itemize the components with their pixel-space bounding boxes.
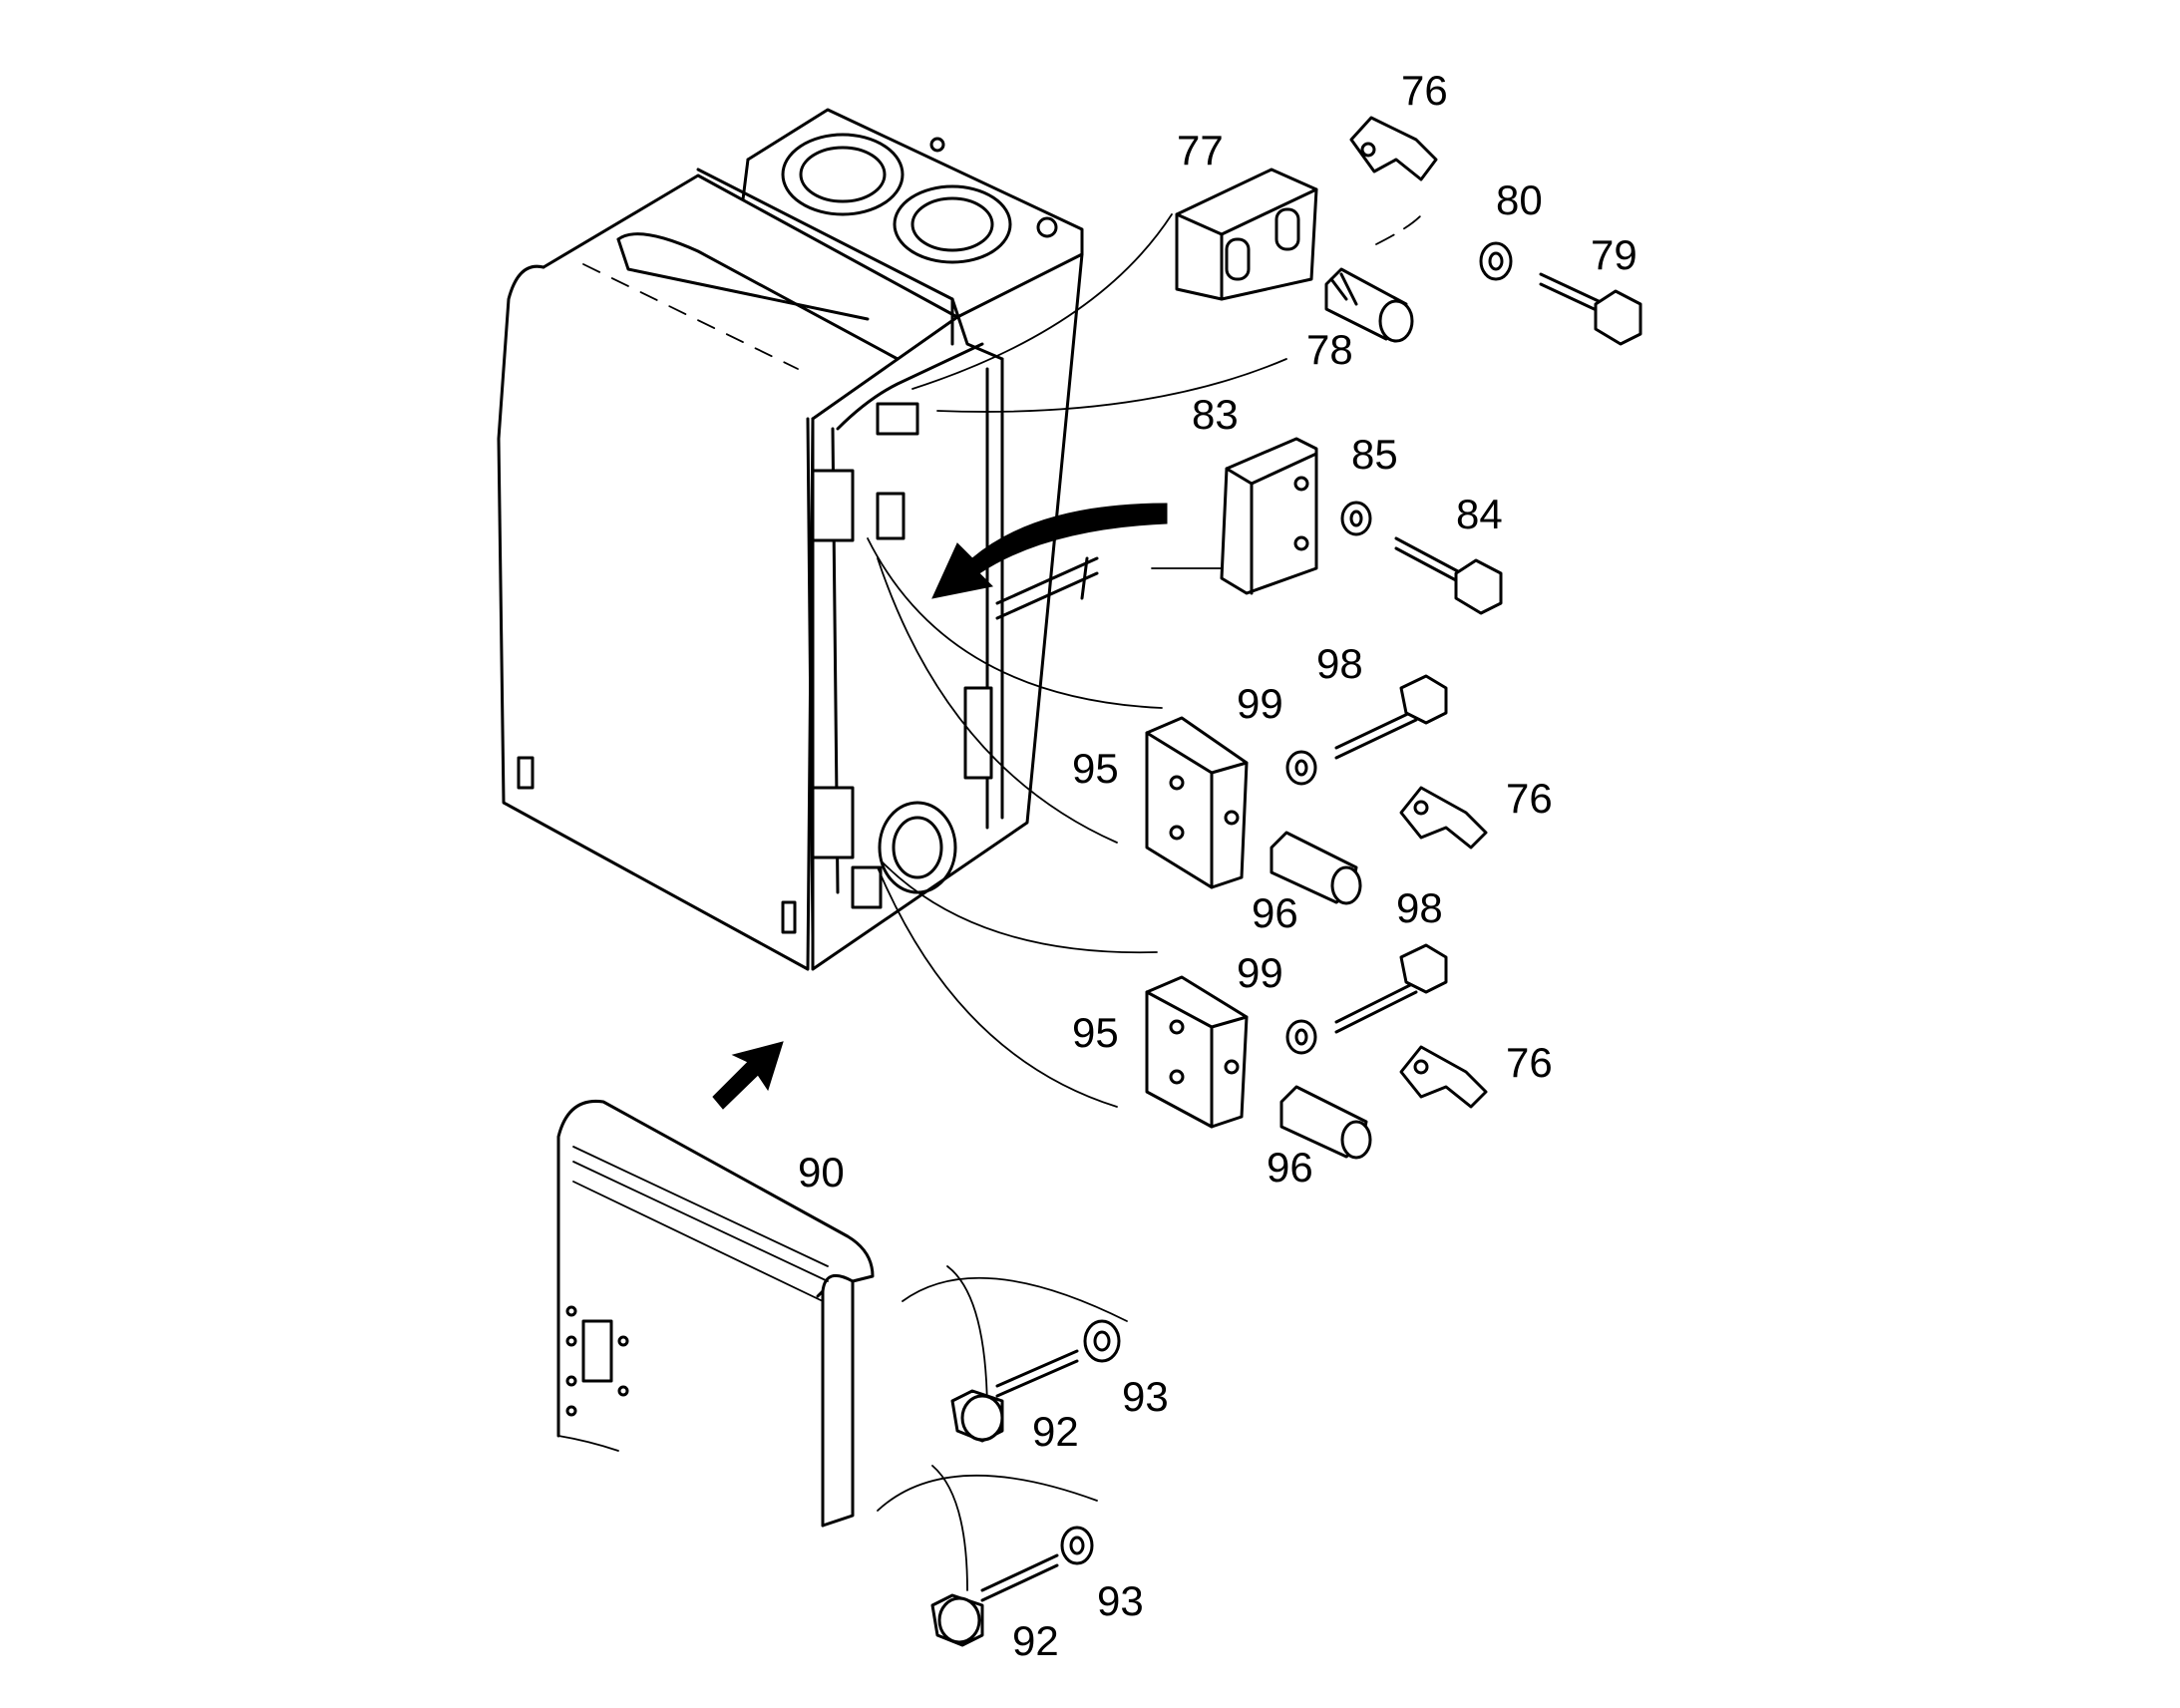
part-96-pin-lower (1279, 1085, 1372, 1160)
part-95-block-upper (1145, 716, 1249, 889)
part-93-washer-lower (1060, 1526, 1094, 1565)
callout-92-upper: 92 (1032, 1408, 1079, 1455)
callout-83: 83 (1192, 391, 1239, 438)
callout-95-upper: 95 (1072, 745, 1119, 792)
cover-arrow-icon (712, 1041, 784, 1110)
callout-76-lower: 76 (1506, 1039, 1553, 1086)
callout-96-lower: 96 (1267, 1144, 1313, 1191)
leader-lines (867, 208, 1427, 1591)
part-95-block-lower (1145, 975, 1249, 1129)
part-80-washer (1479, 241, 1513, 281)
callout-76-top: 76 (1401, 67, 1448, 114)
callout-98-upper: 98 (1316, 640, 1363, 687)
callout-93-upper: 93 (1122, 1373, 1169, 1420)
part-76-clip-lower (1399, 1045, 1488, 1109)
callout-84: 84 (1456, 491, 1503, 537)
part-96-pin-upper (1270, 831, 1362, 905)
callout-92-lower: 92 (1012, 1617, 1059, 1664)
callout-93-lower: 93 (1097, 1577, 1144, 1624)
part-85-washer (1340, 501, 1372, 536)
callout-99-lower: 99 (1237, 949, 1283, 996)
part-98-bolt-upper (1334, 674, 1448, 760)
callout-85: 85 (1351, 431, 1398, 478)
part-99-washer-lower (1285, 1019, 1317, 1055)
callout-95-lower: 95 (1072, 1009, 1119, 1056)
part-98-bolt-lower (1334, 943, 1448, 1034)
callout-99-upper: 99 (1237, 680, 1283, 727)
part-83-block (1220, 437, 1318, 595)
callout-77: 77 (1177, 127, 1224, 173)
callout-labels: 76 77 80 79 78 83 85 84 98 99 95 76 96 9… (798, 67, 1637, 1664)
callout-80: 80 (1496, 176, 1543, 223)
callout-98-lower: 98 (1396, 884, 1443, 931)
part-99-washer-upper (1285, 750, 1317, 786)
part-84-bolt (1394, 536, 1503, 615)
callout-76-middle: 76 (1506, 775, 1553, 822)
callout-78: 78 (1306, 326, 1353, 373)
part-79-bolt (1539, 272, 1642, 346)
part-92-bolt-lower (930, 1553, 1059, 1647)
part-93-washer-upper (1083, 1319, 1121, 1363)
callout-96-upper: 96 (1252, 889, 1298, 936)
callout-90: 90 (798, 1149, 845, 1196)
part-76-clip-middle (1399, 786, 1488, 850)
part-78-pin (1324, 267, 1414, 343)
part-90-cover-panel (556, 1099, 875, 1528)
part-77-block (1175, 168, 1318, 301)
callout-79: 79 (1591, 231, 1637, 278)
part-92-bolt-upper (950, 1349, 1079, 1443)
part-76-clip-top (1349, 116, 1438, 181)
insertion-arrow-icon (931, 503, 1168, 599)
